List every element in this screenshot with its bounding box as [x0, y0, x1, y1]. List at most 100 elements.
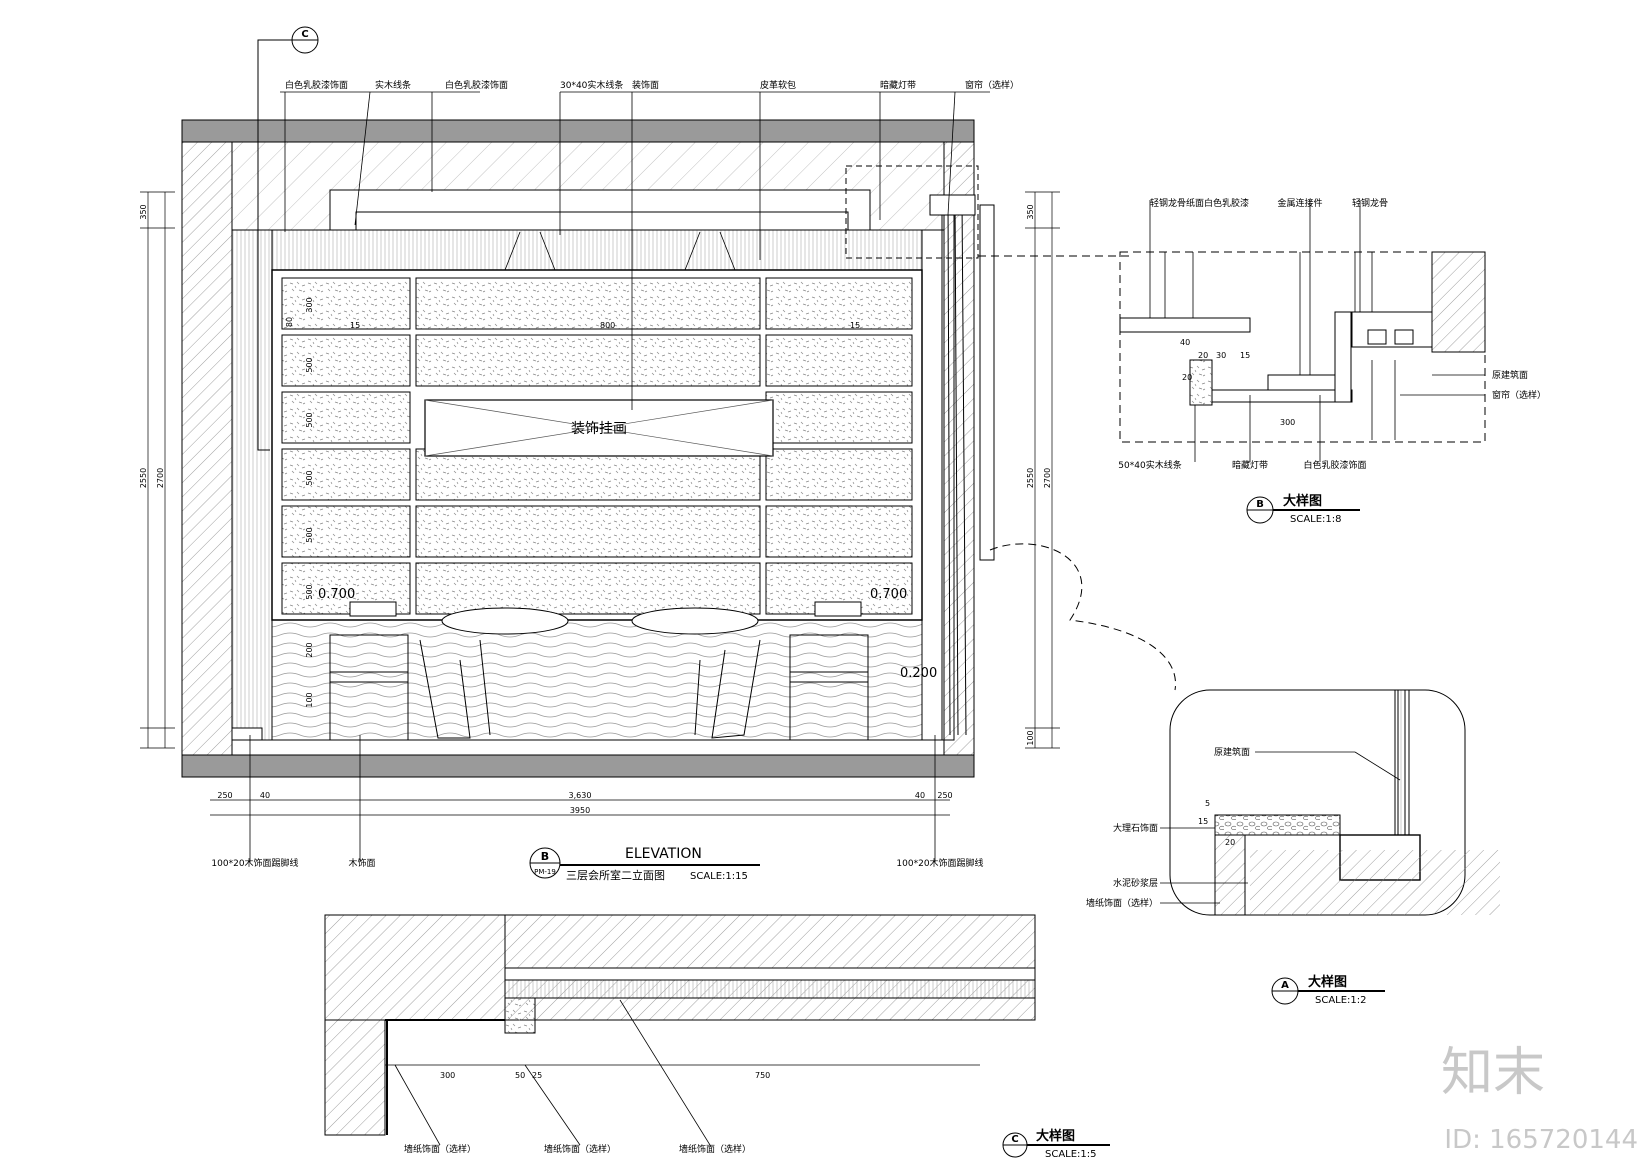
- inner-left-dim: 100: [305, 692, 314, 707]
- switch-right: [814, 601, 862, 617]
- detail-b-callout-right-0: 原建筑面: [1492, 369, 1528, 381]
- upholstered-panel: [765, 334, 913, 387]
- detail-b-dim-4: 300: [1280, 418, 1295, 427]
- detail-b-callout-top-0: 轻钢龙骨纸面白色乳胶漆: [1150, 197, 1249, 209]
- svg-text:B: B: [541, 850, 549, 863]
- detail-c-dim-1: 50: [515, 1071, 525, 1080]
- detail-c-title: 大样图: [1036, 1128, 1075, 1144]
- detail-a-callout-1: 大理石饰面: [1113, 822, 1158, 834]
- dim-right-2: 2700: [1043, 468, 1052, 488]
- bottom-callout-2: 100*20木饰面踢脚线: [896, 857, 983, 869]
- dim-left-2: 2700: [156, 468, 165, 488]
- svg-text:PM-19: PM-19: [534, 868, 556, 876]
- panel-label: 装饰挂画: [571, 421, 627, 437]
- detail-b-title-block: B 大样图 SCALE:1:8: [1246, 493, 1360, 525]
- section-marker-c: C: [257, 26, 319, 451]
- detail-b-dim-0: 40: [1180, 338, 1190, 347]
- detail-a-dim-2: 20: [1225, 838, 1235, 847]
- inner-left-dim: 500: [305, 357, 314, 372]
- upholstered-panel: [415, 334, 761, 387]
- detail-a-dim-0: 5: [1205, 799, 1210, 808]
- svg-text:C: C: [1011, 1134, 1018, 1145]
- elevation-scale: SCALE:1:15: [690, 871, 748, 882]
- svg-text:B: B: [1256, 499, 1264, 510]
- top-callout: 30*40实木线条: [560, 79, 623, 91]
- bottom-dim: 40: [915, 791, 925, 800]
- detail-a-drawing: 原建筑面 大理石饰面 水泥砂浆层 墙纸饰面（选样） 5 15 20 A 大样图 …: [1086, 689, 1500, 1006]
- bottom-dim: 40: [260, 791, 270, 800]
- detail-a-dim-1: 15: [1198, 817, 1208, 826]
- upholstered-panel: [281, 505, 411, 558]
- detail-b-dim-1: 20: [1198, 351, 1208, 360]
- detail-b-dim-2: 30: [1216, 351, 1226, 360]
- detail-c-callout-1: 墙纸饰面（选样）: [544, 1143, 616, 1155]
- left-wall: [181, 141, 233, 756]
- upholstered-panel: [765, 505, 913, 558]
- svg-text:C: C: [301, 29, 308, 40]
- detail-c-callout-0: 墙纸饰面（选样）: [404, 1143, 476, 1155]
- upholstered-panel: [281, 334, 411, 387]
- dim-right-1: 2550: [1026, 468, 1035, 488]
- detail-b-drawing: 轻钢龙骨纸面白色乳胶漆 金属连接件 轻钢龙骨 50*40实木线条 暗藏灯带 白色…: [1118, 197, 1546, 525]
- detail-c-title-block: C 大样图 SCALE:1:5: [1002, 1128, 1110, 1160]
- inner-left-dim: 500: [305, 470, 314, 485]
- bottom-callout-1: 木饰面: [348, 857, 375, 869]
- upholstered-panel: [415, 448, 761, 501]
- detail-b-dim-5: 20: [1182, 373, 1192, 382]
- upholstered-panel: [281, 391, 411, 444]
- level-mark-right: 0.700: [870, 587, 907, 602]
- top-callout: 暗藏灯带: [880, 79, 916, 91]
- bottom-callout-0: 100*20木饰面踢脚线: [211, 857, 298, 869]
- detail-a-callout-2: 水泥砂浆层: [1113, 877, 1158, 889]
- detail-a-callout-0: 原建筑面: [1214, 746, 1250, 758]
- detail-c-drawing: 300 50 25 750 墙纸饰面（选样） 墙纸饰面（选样） 墙纸饰面（选样）…: [324, 914, 1110, 1160]
- bottom-dim: 3,630: [569, 791, 592, 800]
- floor-slab: [181, 754, 975, 778]
- detail-b-callout-right-1: 窗帘（选样）: [1492, 389, 1546, 401]
- detail-b-callout-bottom-1: 暗藏灯带: [1232, 459, 1268, 471]
- inner-left-dim: 200: [305, 642, 314, 657]
- inner-left-dim: 500: [305, 527, 314, 542]
- level-mark-floor: 0.200: [900, 666, 937, 681]
- upholstered-panel: [765, 391, 913, 444]
- detail-b-callout-top-1: 金属连接件: [1277, 197, 1322, 209]
- detail-b-callout-top-2: 轻钢龙骨: [1352, 197, 1388, 209]
- detail-b-title: 大样图: [1283, 493, 1322, 509]
- svg-text:A: A: [1281, 980, 1289, 991]
- detail-b-dim-3: 15: [1240, 351, 1250, 360]
- dim-left-1: 2550: [139, 468, 148, 488]
- detail-c-dim-0: 300: [440, 1071, 455, 1080]
- elevation-title: ELEVATION: [625, 846, 702, 862]
- upholstered-panels: [281, 277, 913, 615]
- detail-c-dim-2: 25: [532, 1071, 542, 1080]
- upholstered-panel: [765, 448, 913, 501]
- upholstered-panel: [765, 277, 913, 330]
- upholstered-panel: [415, 277, 761, 330]
- detail-b-callout-bottom-0: 50*40实木线条: [1118, 459, 1181, 471]
- detail-b-callout-bottom-2: 白色乳胶漆饰面: [1303, 459, 1366, 471]
- inner-left-dim: 500: [305, 412, 314, 427]
- level-mark-left: 0.700: [318, 587, 355, 602]
- switch-left: [349, 601, 397, 617]
- inner-left-dim: 300: [305, 297, 314, 312]
- top-wood-band: [271, 229, 923, 271]
- top-callout: 窗帘（选样）: [965, 79, 1019, 91]
- dim-inner-top-2: 15: [850, 321, 860, 330]
- dim-left-0: 350: [139, 204, 148, 219]
- elevation-title-block: B PM-19 ELEVATION 三层会所室二立面图 SCALE:1:15: [529, 846, 760, 882]
- top-callout: 实木线条: [375, 79, 411, 91]
- top-callout: 白色乳胶漆饰面: [445, 79, 508, 91]
- bottom-dim: 250: [217, 791, 232, 800]
- detail-a-callout-3: 墙纸饰面（选样）: [1086, 897, 1158, 909]
- detail-a-scale: SCALE:1:2: [1315, 995, 1367, 1006]
- detail-b-scale: SCALE:1:8: [1290, 514, 1342, 525]
- detail-a-title: 大样图: [1308, 974, 1347, 990]
- bed: [419, 607, 761, 739]
- upholstered-panel: [415, 505, 761, 558]
- top-callout: 装饰面: [632, 79, 659, 91]
- detail-c-callout-2: 墙纸饰面（选样）: [679, 1143, 751, 1155]
- detail-b-boundary: [845, 165, 979, 259]
- upholstered-panel: [281, 277, 411, 330]
